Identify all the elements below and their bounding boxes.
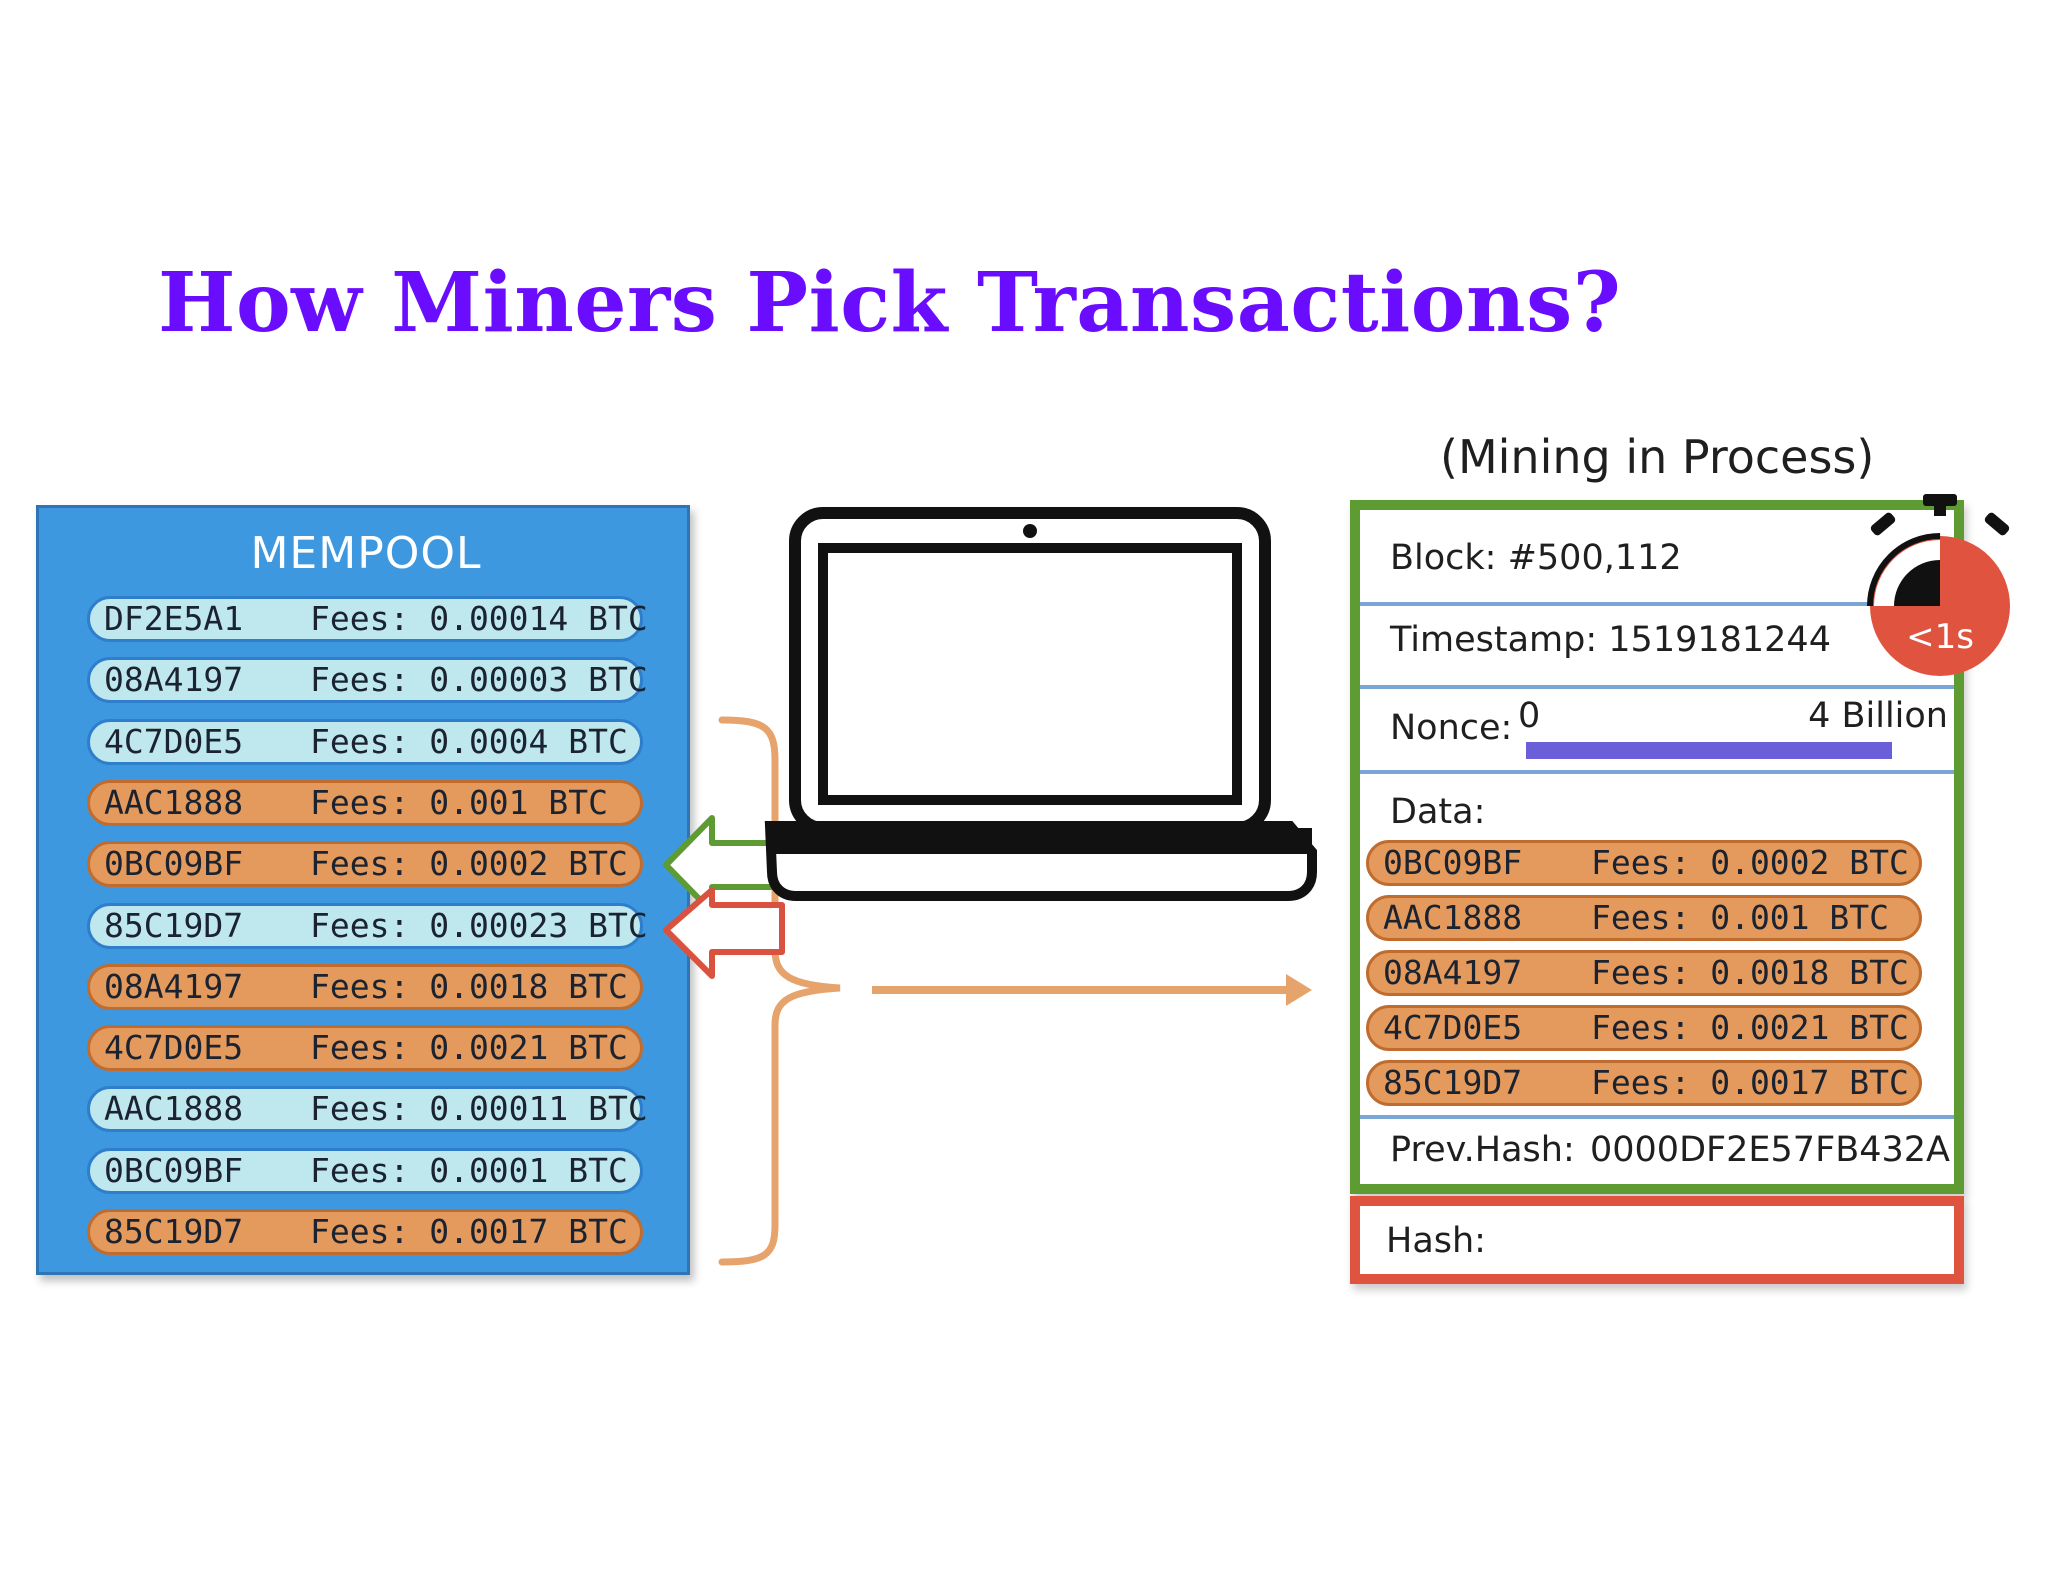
arrow-accept-icon (663, 815, 785, 915)
block-tx-row: AAC1888 Fees: 0.001 BTC (1366, 895, 1922, 941)
tx-fee: Fees: 0.0004 BTC (310, 721, 628, 761)
tx-id: 4C7D0E5 (104, 1028, 244, 1068)
hash-box: Hash: (1350, 1196, 1964, 1284)
tx-id: 85C19D7 (104, 905, 244, 945)
divider (1360, 1115, 1954, 1119)
block-panel: Block: #500,112 Timestamp: 1519181244 No… (1350, 500, 1964, 1194)
tx-id: AAC1888 (1383, 898, 1523, 937)
tx-id: 4C7D0E5 (1383, 1008, 1523, 1047)
mempool-tx-row: 08A4197 Fees: 0.00003 BTC (87, 657, 648, 704)
tx-fee: Fees: 0.0018 BTC (1591, 953, 1909, 992)
nonce-min: 0 (1518, 696, 1541, 736)
tx-id: AAC1888 (104, 782, 244, 822)
nonce-label: Nonce: (1390, 708, 1513, 748)
mempool-tx-row: AAC1888 Fees: 0.001 BTC (87, 779, 643, 826)
tx-fee: Fees: 0.0021 BTC (310, 1028, 628, 1068)
block-status-label: (Mining in Process) (1440, 430, 1875, 484)
tx-id: 85C19D7 (1383, 1063, 1523, 1102)
tx-fee: Fees: 0.0002 BTC (1591, 843, 1909, 882)
tx-fee: Fees: 0.00003 BTC (310, 660, 648, 700)
divider (1360, 770, 1954, 774)
mempool-tx-row: 85C19D7 Fees: 0.0017 BTC (87, 1209, 643, 1255)
tx-fee: Fees: 0.0017 BTC (310, 1212, 628, 1251)
tx-fee: Fees: 0.001 BTC (1591, 898, 1890, 937)
nonce-range-bar (1526, 742, 1892, 759)
mempool-tx-row: 4C7D0E5 Fees: 0.0004 BTC (87, 718, 643, 765)
tx-id: 85C19D7 (104, 1212, 244, 1251)
prev-hash-value: 0000DF2E57FB432A (1590, 1130, 1950, 1170)
tx-fee: Fees: 0.0021 BTC (1591, 1008, 1909, 1047)
arrow-right-icon (872, 974, 1312, 1006)
tx-fee: Fees: 0.0018 BTC (310, 966, 628, 1006)
tx-id: DF2E5A1 (104, 599, 244, 638)
divider (1360, 602, 1954, 606)
block-tx-row: 08A4197 Fees: 0.0018 BTC (1366, 950, 1922, 996)
tx-id: AAC1888 (104, 1089, 244, 1129)
nonce-max: 4 Billion (1808, 696, 1948, 736)
hash-label: Hash: (1386, 1221, 1486, 1261)
timer-text: <1s (1906, 617, 1974, 657)
block-tx-row: 4C7D0E5 Fees: 0.0021 BTC (1366, 1005, 1922, 1051)
mempool-tx-row: 0BC09BF Fees: 0.0002 BTC (87, 841, 643, 888)
tx-fee: Fees: 0.0002 BTC (310, 844, 628, 884)
block-number: Block: #500,112 (1390, 538, 1682, 578)
mempool-tx-row: 0BC09BF Fees: 0.0001 BTC (87, 1147, 643, 1194)
arrow-reject-icon (663, 887, 785, 979)
tx-id: 0BC09BF (1383, 843, 1523, 882)
mempool-tx-row: AAC1888 Fees: 0.00011 BTC (87, 1086, 648, 1133)
tx-id: 08A4197 (104, 966, 244, 1006)
block-tx-row: 85C19D7 Fees: 0.0017 BTC (1366, 1060, 1922, 1106)
mempool-title: MEMPOOL (250, 528, 482, 579)
block-tx-row: 0BC09BF Fees: 0.0002 BTC (1366, 840, 1922, 886)
stopwatch-icon: <1s (1867, 494, 2013, 679)
data-label: Data: (1390, 792, 1486, 832)
mempool-tx-row: 85C19D7 Fees: 0.00023 BTC (87, 902, 648, 949)
tx-id: 4C7D0E5 (104, 721, 244, 761)
mempool-tx-row: DF2E5A1 Fees: 0.00014 BTC (87, 596, 648, 642)
divider (1360, 685, 1954, 689)
mempool-tx-row: 4C7D0E5 Fees: 0.0021 BTC (87, 1025, 643, 1072)
tx-fee: Fees: 0.0001 BTC (310, 1150, 628, 1190)
timestamp: Timestamp: 1519181244 (1390, 620, 1831, 660)
tx-id: 0BC09BF (104, 844, 244, 884)
mempool-tx-row: 08A4197 Fees: 0.0018 BTC (87, 963, 643, 1010)
page-title: How Miners Pick Transactions? (158, 255, 1622, 351)
laptop-icon (764, 507, 1317, 901)
tx-fee: Fees: 0.0017 BTC (1591, 1063, 1909, 1102)
tx-fee: Fees: 0.001 BTC (310, 782, 609, 822)
tx-fee: Fees: 0.00014 BTC (310, 599, 648, 638)
tx-id: 0BC09BF (104, 1150, 244, 1190)
tx-fee: Fees: 0.00011 BTC (310, 1089, 648, 1129)
tx-id: 08A4197 (1383, 953, 1523, 992)
prev-hash-label: Prev.Hash: (1390, 1130, 1575, 1170)
tx-id: 08A4197 (104, 660, 244, 700)
selection-bracket (718, 716, 841, 1266)
tx-fee: Fees: 0.00023 BTC (310, 905, 648, 945)
